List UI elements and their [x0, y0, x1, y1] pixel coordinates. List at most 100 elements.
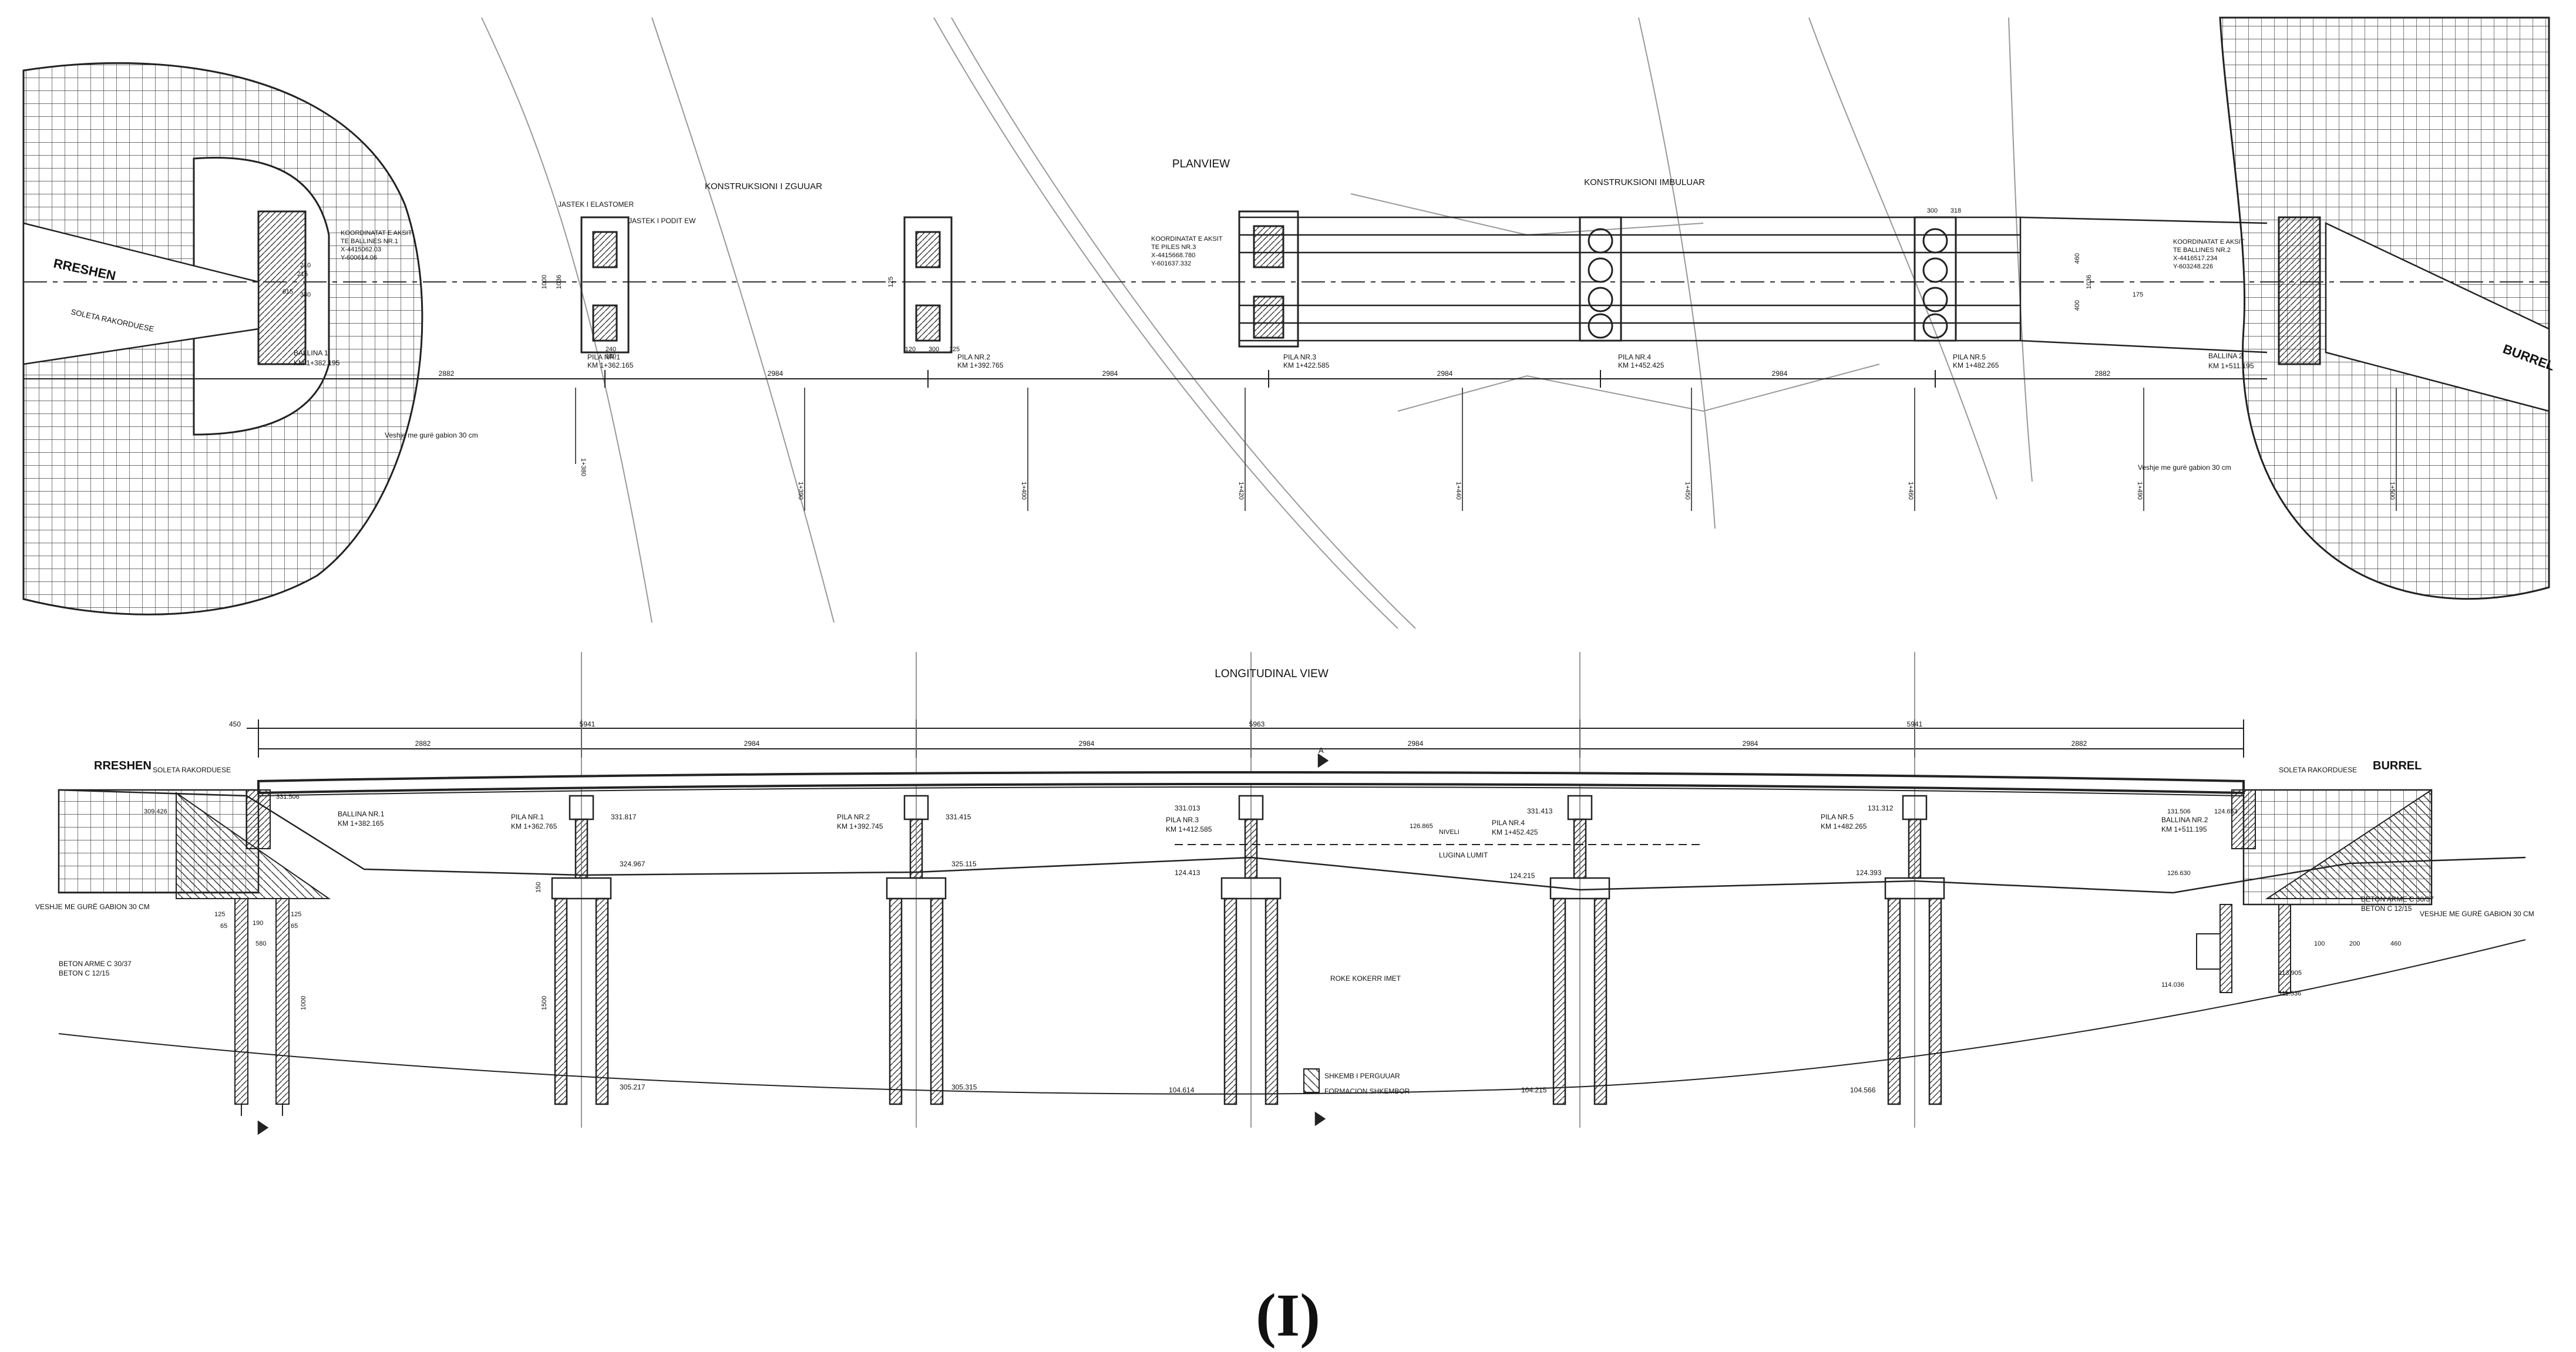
coord-block-right: KOORDINATAT E AKSIT TE BALLINES NR.2 X-4… [2173, 238, 2245, 270]
svg-text:300: 300 [929, 346, 939, 353]
long-pier-labels: PILA NR.1 KM 1+362.765 331.817 324.967 3… [511, 804, 1894, 1094]
plan-gabion-note-left: Veshje me gurë gabion 30 cm [385, 431, 478, 439]
pier-labels-plan: PILA NR.1 KM 1+362.165 PILA NR.2 KM 1+39… [587, 353, 1999, 369]
svg-text:318: 318 [1951, 207, 1961, 214]
svg-text:180: 180 [606, 353, 616, 360]
svg-text:1+500: 1+500 [2389, 482, 2396, 500]
pier-3-km: KM 1+422.585 [1283, 361, 1330, 369]
svg-text:111.536: 111.536 [2279, 990, 2301, 997]
pier-4-name: PILA NR.4 [1618, 353, 1651, 361]
svg-text:1036: 1036 [556, 275, 563, 289]
abutment-piles-right [2196, 904, 2291, 993]
svg-text:X-4415668.780: X-4415668.780 [1151, 252, 1195, 259]
svg-text:KOORDINATAT E AKSIT: KOORDINATAT E AKSIT [2173, 238, 2245, 245]
long-slab-left: SOLETA RAKORDUESE [153, 766, 231, 774]
gabion-left: VESHJE ME GURË GABION 30 CM [35, 903, 150, 911]
svg-text:2984: 2984 [1102, 369, 1118, 378]
svg-text:2984: 2984 [1772, 369, 1788, 378]
svg-text:Y-601637.332: Y-601637.332 [1151, 260, 1191, 267]
abutment-right-km: KM 1+511.195 [2161, 825, 2207, 833]
svg-text:X-4415062.03: X-4415062.03 [341, 246, 381, 253]
svg-text:150: 150 [535, 882, 542, 893]
svg-text:104.566: 104.566 [1850, 1086, 1876, 1094]
svg-text:331.415: 331.415 [946, 813, 971, 821]
svg-text:1+380: 1+380 [580, 458, 587, 476]
abutment-levels-right: 131.506 124.653 126.630 114.036 113.905 … [2161, 808, 2302, 997]
concrete-right-2: BETON C 12/15 [2361, 904, 2412, 913]
svg-text:2882: 2882 [2071, 739, 2087, 748]
svg-text:5941: 5941 [1907, 720, 1923, 728]
svg-text:KOORDINATAT E AKSIT: KOORDINATAT E AKSIT [341, 230, 412, 237]
svg-text:175: 175 [2133, 291, 2143, 298]
svg-text:2984: 2984 [744, 739, 760, 748]
svg-text:KM 1+412.585: KM 1+412.585 [1166, 825, 1212, 833]
svg-text:331.413: 331.413 [1527, 807, 1553, 815]
svg-text:120: 120 [905, 346, 916, 353]
pier-plan-4 [1579, 216, 1622, 342]
plan-left-section-label: KONSTRUKSIONI I ZGUUAR [705, 181, 822, 191]
svg-text:KM 1+362.765: KM 1+362.765 [511, 822, 557, 830]
pier-plan-2 [903, 216, 953, 354]
svg-text:TE BALLINES NR.2: TE BALLINES NR.2 [2173, 247, 2231, 254]
svg-text:PILA NR.3: PILA NR.3 [1166, 816, 1199, 824]
svg-text:PILA NR.4: PILA NR.4 [1492, 819, 1525, 827]
long-right-direction: BURREL [2373, 759, 2422, 772]
pier-3-name: PILA NR.3 [1283, 353, 1316, 361]
svg-text:125: 125 [214, 911, 225, 918]
long-slab-right: SOLETA RAKORDUESE [2279, 766, 2357, 774]
forma-note: FORMACION SHKEMBOR [1324, 1087, 1410, 1095]
svg-text:5963: 5963 [1249, 720, 1265, 728]
svg-text:331.817: 331.817 [611, 813, 637, 821]
svg-text:125: 125 [887, 277, 894, 287]
svg-text:331.506: 331.506 [276, 793, 300, 801]
svg-text:131.312: 131.312 [1868, 804, 1894, 812]
svg-text:1036: 1036 [2086, 275, 2093, 289]
svg-text:124.393: 124.393 [1856, 869, 1882, 877]
svg-text:104.614: 104.614 [1169, 1086, 1195, 1094]
plan-pile-joint-label: JASTEK I ELASTOMER [558, 200, 634, 208]
svg-text:2984: 2984 [1079, 739, 1095, 748]
section-letter: A [1319, 746, 1324, 755]
abutment-left-km: KM 1+382.165 [338, 819, 384, 828]
plan-gabion-note-right: Veshje me gurë gabion 30 cm [2138, 463, 2231, 472]
rock-profile [58, 939, 2526, 1095]
svg-text:PILA NR.5: PILA NR.5 [1821, 813, 1854, 821]
svg-text:2984: 2984 [768, 369, 783, 378]
svg-text:65: 65 [291, 923, 298, 930]
svg-text:100: 100 [2314, 940, 2325, 947]
svg-text:KM 1+392.745: KM 1+392.745 [837, 822, 883, 830]
svg-text:125: 125 [949, 346, 960, 353]
gabion-right: VESHJE ME GURË GABION 30 CM [2420, 910, 2534, 918]
abutment-2-km: KM 1+511.195 [2208, 362, 2254, 370]
pier-2-name: PILA NR.2 [957, 353, 990, 361]
ground-profile [58, 789, 2526, 894]
svg-text:2984: 2984 [1743, 739, 1758, 748]
svg-text:210: 210 [300, 262, 311, 269]
svg-text:215: 215 [297, 271, 308, 278]
pier-elevation-4 [1549, 795, 1610, 1105]
svg-text:2882: 2882 [415, 739, 431, 748]
svg-text:240: 240 [606, 346, 616, 353]
concrete-left-2: BETON C 12/15 [59, 969, 110, 977]
svg-text:460: 460 [2074, 253, 2081, 264]
svg-text:114.036: 114.036 [2161, 981, 2184, 988]
svg-text:305.217: 305.217 [620, 1083, 645, 1091]
svg-text:1000: 1000 [541, 275, 548, 289]
svg-text:331.013: 331.013 [1175, 804, 1200, 812]
svg-text:325.115: 325.115 [951, 860, 977, 868]
plan-pile-detail-note: JASTEK I PODIT EW [628, 217, 696, 225]
plan-misc-dims: 180 240 215 615 1000 1036 460 1036 120 3… [283, 207, 2143, 360]
pier-1-name: PILA NR.1 [587, 353, 620, 361]
svg-text:KOORDINATAT E AKSIT: KOORDINATAT E AKSIT [1151, 236, 1223, 243]
svg-text:305.315: 305.315 [951, 1083, 977, 1091]
chainage-ticks [575, 388, 2397, 511]
niveli-label: NIVELI [1439, 829, 1459, 836]
coord-block-left: KOORDINATAT E AKSIT TE BALLINES NR.1 X-4… [341, 230, 412, 261]
pier-elevation-1 [551, 795, 612, 1105]
pile-dims: 125 190 125 65 65 580 150 1000 1500 [214, 882, 548, 1010]
svg-text:580: 580 [255, 940, 266, 947]
abutment-right-dims: 100 200 460 [2314, 940, 2401, 947]
svg-text:450: 450 [229, 720, 241, 728]
abutment-levels-left: 331.506 309.426 [144, 793, 300, 815]
svg-text:309.426: 309.426 [144, 808, 167, 815]
